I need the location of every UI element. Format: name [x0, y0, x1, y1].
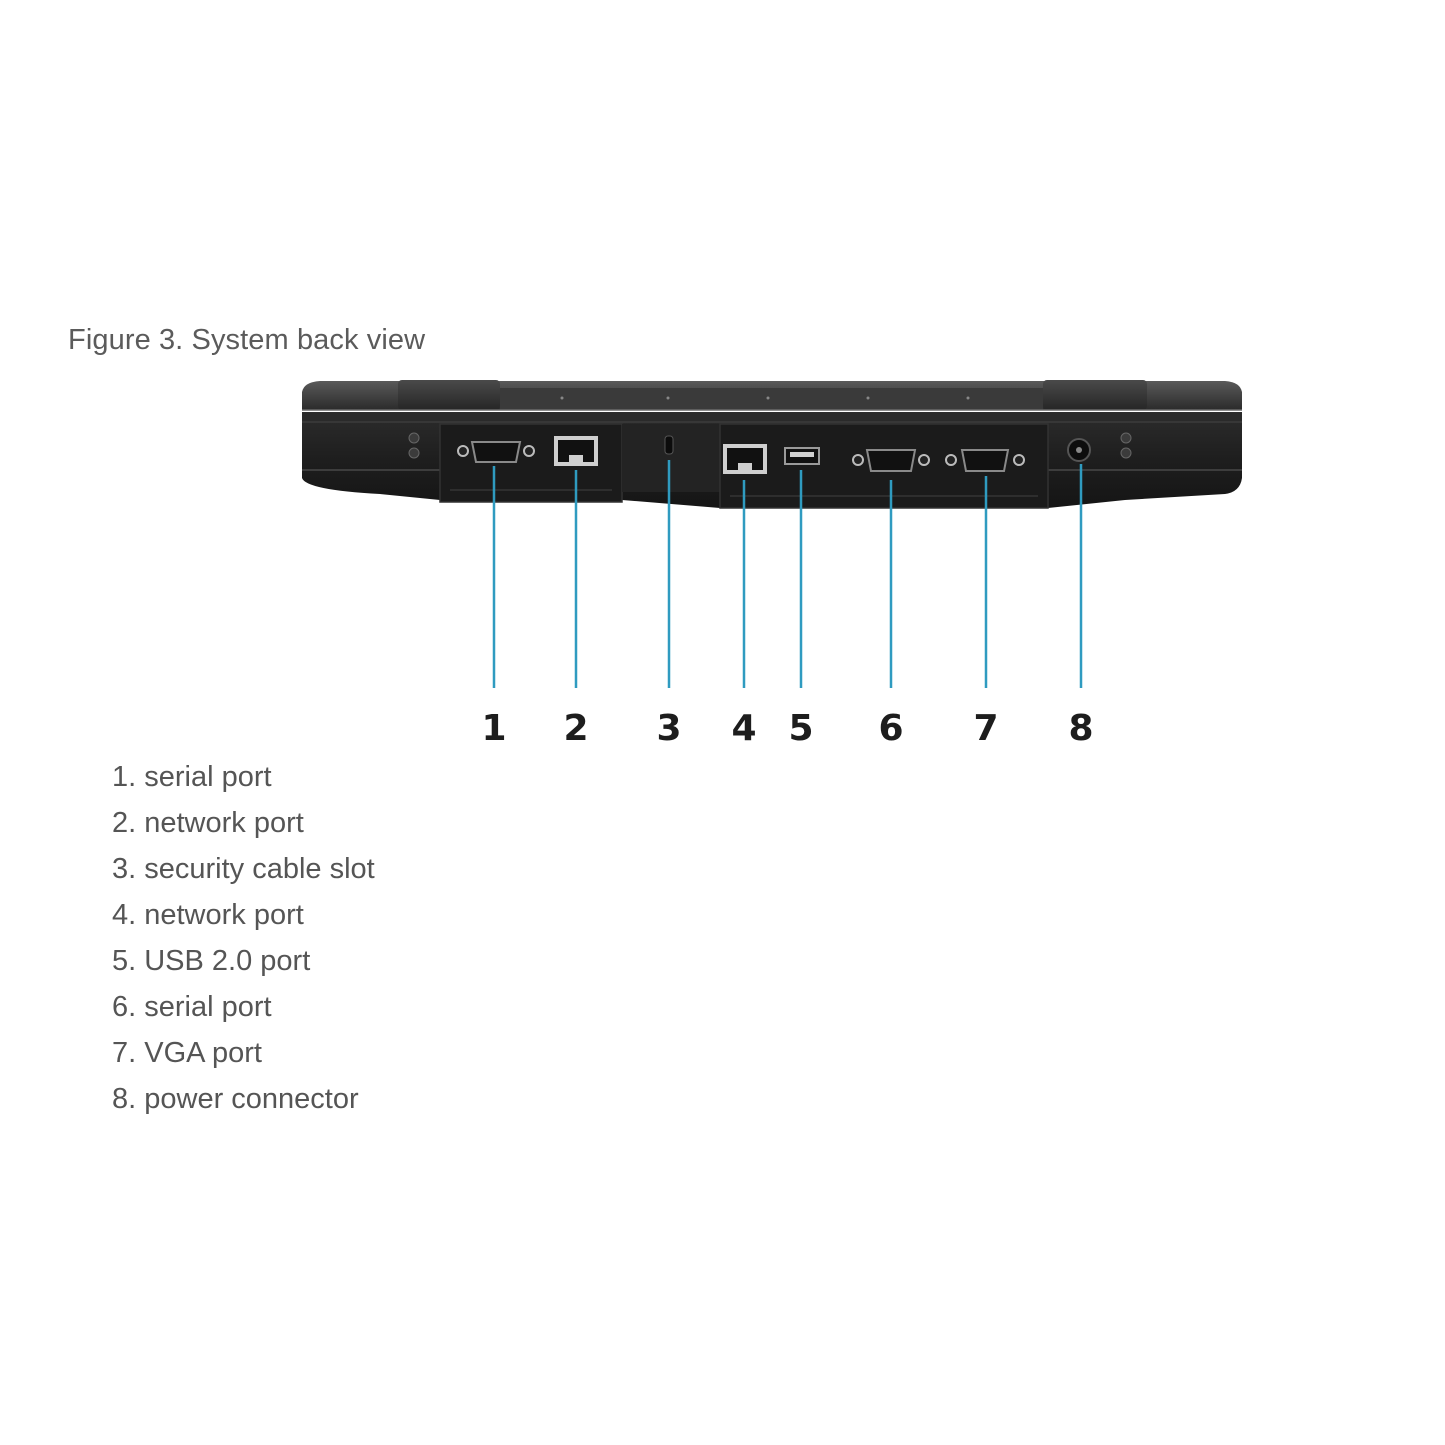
legend-item: 8. power connector — [112, 1083, 359, 1115]
left-hinge — [398, 380, 500, 410]
callout-number-8: 8 — [1068, 708, 1093, 749]
vga-port-icon — [945, 449, 1025, 472]
legend-item: 3. security cable slot — [112, 853, 375, 885]
callout-number-3: 3 — [656, 708, 681, 749]
callout-number-7: 7 — [973, 708, 998, 749]
figure-caption: Figure 3. System back view — [68, 324, 426, 356]
laptop-chassis — [302, 380, 1242, 509]
legend-item: 4. network port — [112, 899, 304, 931]
callout-number-1: 1 — [481, 708, 506, 749]
db9-serial-port-icon — [852, 449, 930, 472]
legend-item: 2. network port — [112, 807, 304, 839]
db9-serial-port-icon — [457, 441, 535, 463]
power-jack-icon — [1067, 438, 1091, 462]
legend-item: 1. serial port — [112, 761, 272, 793]
rj45-port-icon — [554, 436, 598, 466]
callout-number-4: 4 — [731, 708, 756, 749]
legend-item: 7. VGA port — [112, 1037, 262, 1069]
rj45-port-icon — [723, 444, 767, 474]
legend-item: 6. serial port — [112, 991, 272, 1023]
callout-number-2: 2 — [563, 708, 588, 749]
right-hinge — [1043, 380, 1147, 410]
lock-slot-icon — [664, 435, 674, 455]
callout-number-5: 5 — [788, 708, 813, 749]
callout-number-6: 6 — [878, 708, 903, 749]
port-legend: 1. serial port 2. network port 3. securi… — [112, 758, 375, 1126]
usb-port-icon — [784, 447, 820, 465]
legend-item: 5. USB 2.0 port — [112, 945, 311, 977]
